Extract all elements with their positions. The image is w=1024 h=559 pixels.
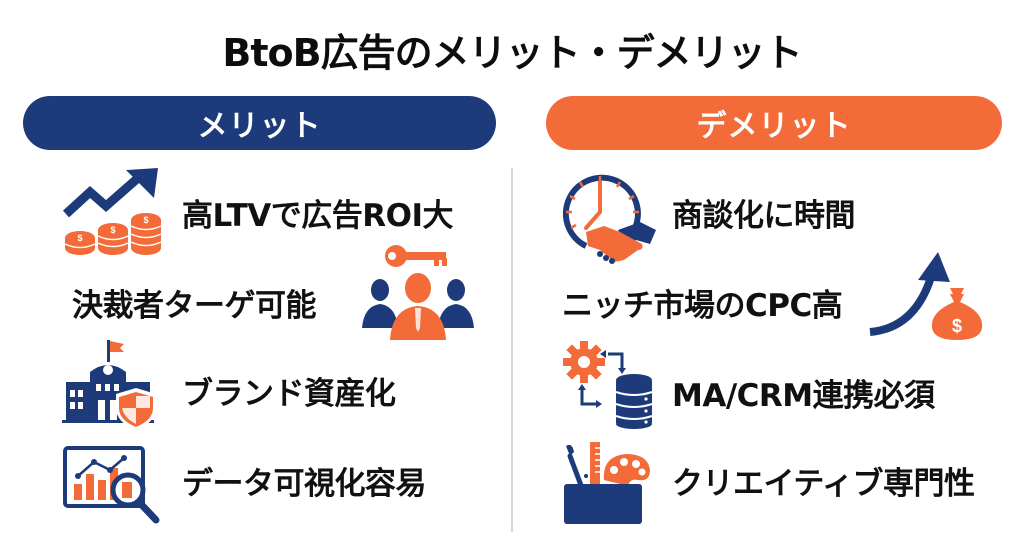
merit-item-3: ブランド資産化: [182, 368, 396, 413]
merits-header-label: メリット: [197, 109, 322, 144]
creative-toolbox-icon: [562, 440, 662, 526]
svg-text:$: $: [952, 316, 962, 336]
merit-item-label: ブランド資産化: [182, 376, 396, 412]
demerit-item-2: ニッチ市場のCPC高: [562, 280, 843, 325]
svg-text:$: $: [110, 225, 115, 235]
key-decision-maker-icon: [360, 244, 476, 340]
svg-text:$: $: [143, 215, 148, 225]
demerit-item-3: MA/CRM連携必須: [672, 370, 935, 415]
clock-handshake-icon: [558, 168, 662, 264]
growth-chart-coins-icon: $ $ $: [58, 168, 168, 260]
demerits-header: デメリット: [546, 96, 1002, 150]
page-title: BtoB広告のメリット・デメリット: [222, 31, 802, 75]
merit-item-1: 高LTVで広告ROI大: [182, 190, 454, 235]
column-divider: [511, 168, 513, 532]
merits-header: メリット: [23, 96, 496, 150]
demerits-header-label: デメリット: [696, 109, 852, 144]
svg-text:$: $: [77, 233, 82, 243]
merit-item-label: 高LTVで広告ROI大: [182, 198, 454, 234]
merit-item-4: データ可視化容易: [182, 458, 427, 503]
gear-database-sync-icon: [562, 340, 662, 430]
demerit-item-label: ニッチ市場のCPC高: [562, 288, 843, 324]
building-shield-icon: [60, 340, 160, 432]
demerit-item-label: クリエイティブ専門性: [672, 466, 975, 502]
demerit-item-1: 商談化に時間: [672, 190, 856, 235]
merit-item-label: データ可視化容易: [182, 466, 427, 502]
demerit-item-4: クリエイティブ専門性: [672, 458, 975, 503]
demerit-item-label: MA/CRM連携必須: [672, 378, 935, 414]
chart-magnifier-icon: [62, 446, 162, 526]
merit-item-2: 決裁者ターゲ可能: [72, 280, 317, 325]
rising-arrow-money-bag-icon: $: [866, 250, 986, 340]
merit-item-label: 決裁者ターゲ可能: [72, 288, 317, 324]
demerit-item-label: 商談化に時間: [672, 198, 856, 234]
